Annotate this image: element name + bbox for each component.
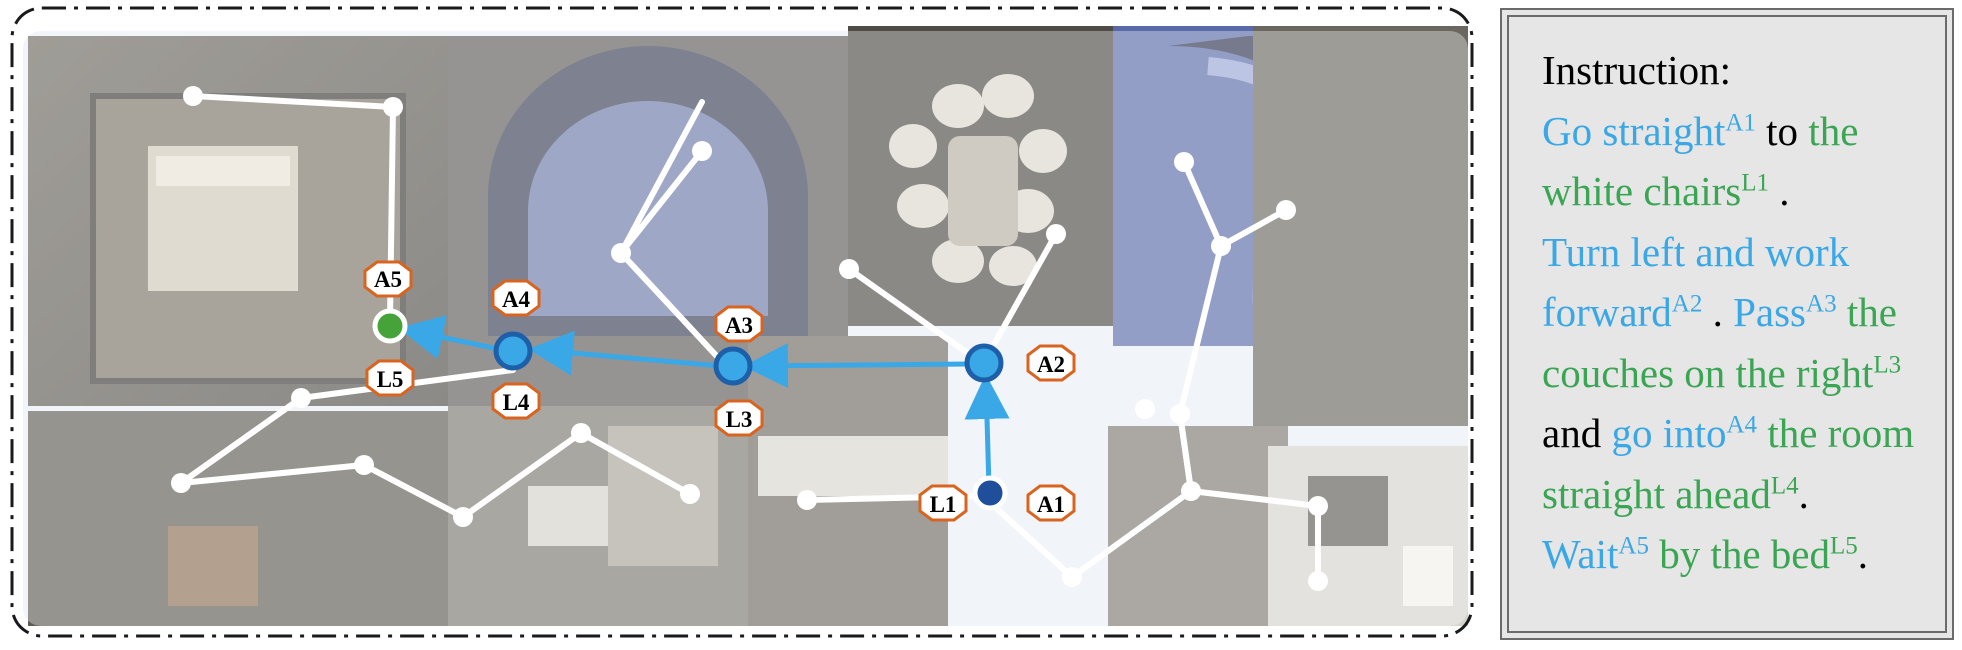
instruction-tag: A5 xyxy=(1618,532,1649,560)
instruction-segment-text: the white chairs xyxy=(1542,107,1859,215)
instruction-segment-text: Wait xyxy=(1542,531,1619,577)
svg-text:L3: L3 xyxy=(726,407,753,432)
instruction-segment-plain: and xyxy=(1542,410,1611,456)
label-a5: A5 xyxy=(363,260,413,298)
label-a2: A2 xyxy=(1026,344,1076,382)
action-waypoints xyxy=(372,308,1008,511)
instruction-title: Instruction: xyxy=(1542,47,1732,93)
instruction-segment-text: the couches on the right xyxy=(1542,289,1897,396)
instruction-segment-plain: . xyxy=(1769,168,1790,214)
instruction-tag: L1 xyxy=(1741,169,1770,197)
instruction-segment-text: go into xyxy=(1611,410,1727,456)
instruction-segment-text: . xyxy=(1769,168,1790,214)
svg-text:A5: A5 xyxy=(374,267,402,292)
instruction-segment-action: Go straightA1 xyxy=(1542,108,1756,154)
label-l5: L5 xyxy=(365,359,415,397)
instruction-segment-action: PassA3 xyxy=(1733,289,1836,335)
instruction-segment-text: . xyxy=(1798,470,1809,517)
svg-text:A1: A1 xyxy=(1037,492,1065,517)
instruction-segment-text: by the bed xyxy=(1659,531,1831,577)
svg-text:A3: A3 xyxy=(725,313,753,338)
instruction-segment-landmark: the room straight aheadL4 xyxy=(1542,410,1914,517)
svg-text:A2: A2 xyxy=(1037,352,1065,377)
instruction-segment-landmark: by the bedL5 xyxy=(1659,531,1858,577)
instruction-segment-text xyxy=(1649,531,1659,577)
svg-text:L4: L4 xyxy=(503,390,530,415)
floorplan-map: A5 A4 A3 A2 A1 L1 L3 L4 xyxy=(8,6,1476,640)
instruction-segment-text: Pass xyxy=(1733,289,1807,335)
waypoint-node-a4 xyxy=(493,331,533,371)
trajectory-path xyxy=(398,315,1010,489)
instruction-segment-text: Turn left and work forward xyxy=(1542,228,1850,336)
instruction-segment-landmark: the couches on the rightL3 xyxy=(1542,289,1901,396)
instruction-segment-text: Go straight xyxy=(1542,107,1726,154)
instruction-tag: A2 xyxy=(1671,290,1703,318)
instruction-segment-plain xyxy=(1757,410,1767,456)
instruction-segment-text xyxy=(1837,289,1847,335)
instruction-tag: L4 xyxy=(1770,471,1799,499)
instruction-panel: Instruction: Go straightA1 to the white … xyxy=(1500,8,1954,640)
svg-text:L1: L1 xyxy=(930,492,957,517)
instruction-tag: A4 xyxy=(1726,411,1758,439)
svg-text:L5: L5 xyxy=(377,367,404,392)
waypoint-labels: A5 A4 A3 A2 A1 L1 L3 L4 xyxy=(363,260,1076,522)
label-l3: L3 xyxy=(714,399,764,437)
instruction-segment-plain: . xyxy=(1858,531,1868,577)
instruction-tag: L3 xyxy=(1873,350,1902,378)
svg-text:A4: A4 xyxy=(502,287,531,312)
instruction-segment-landmark: the white chairsL1 xyxy=(1542,108,1858,215)
start-node xyxy=(972,475,1008,511)
map-border xyxy=(10,6,1474,638)
instruction-segment-text: and xyxy=(1542,410,1612,456)
goal-node xyxy=(372,308,408,344)
label-a4: A4 xyxy=(491,279,541,317)
instruction-segment-plain xyxy=(1837,289,1847,335)
instruction-segment-text: to xyxy=(1755,107,1809,154)
floorplan-map-panel: A5 A4 A3 A2 A1 L1 L3 L4 xyxy=(8,6,1476,640)
instruction-segment-text xyxy=(1757,410,1767,456)
instruction-segment-plain: to xyxy=(1756,108,1808,154)
instruction-segment-text: . xyxy=(1857,531,1869,577)
waypoint-node-a3 xyxy=(713,346,753,386)
instruction-segment-plain: . xyxy=(1799,471,1809,517)
instruction-tag: L5 xyxy=(1830,532,1858,560)
label-l1: L1 xyxy=(918,484,968,522)
navigation-graph-nodes xyxy=(171,86,1328,591)
instruction-segment-text: . xyxy=(1702,289,1734,335)
instruction-segment-action: go intoA4 xyxy=(1611,410,1757,456)
label-l4: L4 xyxy=(491,382,541,420)
label-a3: A3 xyxy=(714,305,764,343)
instruction-text: Instruction: Go straightA1 to the white … xyxy=(1542,40,1940,585)
instruction-segment-text: the room straight ahead xyxy=(1542,410,1915,517)
instruction-segment-plain: . xyxy=(1702,289,1733,335)
instruction-tag: A1 xyxy=(1725,108,1756,136)
waypoint-node-a2 xyxy=(964,343,1004,383)
instruction-body: Go straightA1 to the white chairsL1 .Tur… xyxy=(1542,101,1940,585)
instruction-segment-action: WaitA5 xyxy=(1542,531,1649,577)
instruction-tag: A3 xyxy=(1806,290,1837,318)
instruction-segment-plain xyxy=(1649,531,1659,577)
label-a1: A1 xyxy=(1026,484,1076,522)
instruction-segment-action: Turn left and work forwardA2 xyxy=(1542,229,1849,336)
